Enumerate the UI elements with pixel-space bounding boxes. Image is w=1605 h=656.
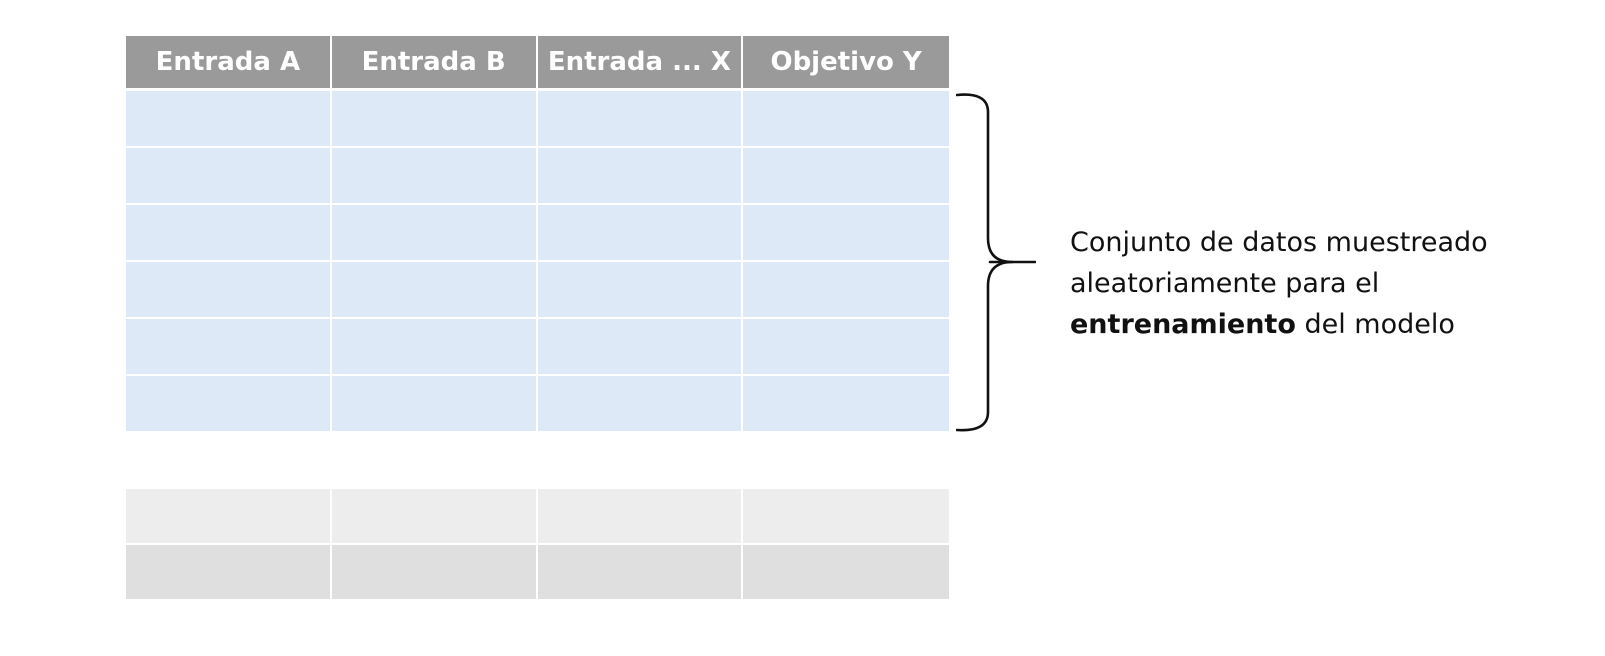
training-row	[126, 262, 949, 319]
test-cell	[743, 489, 949, 545]
training-cell	[126, 205, 332, 262]
test-cell	[331, 545, 538, 601]
training-cell	[537, 319, 744, 376]
training-row	[126, 376, 949, 433]
training-cell	[743, 205, 949, 262]
test-row	[126, 489, 949, 545]
curly-brace-icon	[956, 93, 1036, 432]
table-header-row: Entrada A Entrada B Entrada ... X Objeti…	[126, 36, 949, 91]
training-cell	[537, 376, 744, 433]
training-cell	[126, 91, 332, 148]
test-cell	[743, 545, 949, 601]
test-cell	[126, 489, 332, 545]
caption-line: aleatoriamente para el	[1070, 268, 1380, 299]
training-cell	[331, 205, 538, 262]
training-cell	[126, 262, 332, 319]
caption-line-rest: del modelo	[1295, 309, 1455, 340]
training-cell	[126, 376, 332, 433]
training-cell	[743, 319, 949, 376]
test-cell	[537, 545, 744, 601]
test-cell	[331, 489, 538, 545]
training-cell	[331, 91, 538, 148]
training-row	[126, 91, 949, 148]
training-cell	[743, 262, 949, 319]
training-row	[126, 319, 949, 376]
training-cell	[537, 205, 744, 262]
column-header: Entrada B	[331, 36, 538, 91]
caption-bold-word: entrenamiento	[1070, 309, 1296, 340]
training-cell	[743, 91, 949, 148]
test-cell	[537, 489, 744, 545]
caption-line: entrenamiento del modelo	[1070, 304, 1570, 345]
data-table: Entrada A Entrada B Entrada ... X Objeti…	[126, 36, 949, 601]
column-header: Entrada A	[126, 36, 332, 91]
training-cell	[537, 148, 744, 205]
training-cell	[331, 376, 538, 433]
test-cell	[126, 545, 332, 601]
training-cell	[537, 262, 744, 319]
test-row	[126, 545, 949, 601]
column-header: Objetivo Y	[743, 36, 949, 91]
training-cell	[743, 376, 949, 433]
training-cell	[126, 148, 332, 205]
table-gap	[126, 433, 949, 489]
column-header: Entrada ... X	[537, 36, 744, 91]
training-cell	[331, 148, 538, 205]
caption-line: Conjunto de datos muestreado	[1070, 227, 1488, 258]
training-set-caption: Conjunto de datos muestreado aleatoriame…	[1070, 222, 1570, 345]
training-cell	[743, 148, 949, 205]
training-row	[126, 148, 949, 205]
training-row	[126, 205, 949, 262]
training-cell	[331, 319, 538, 376]
training-cell	[537, 91, 744, 148]
training-cell	[126, 319, 332, 376]
training-cell	[331, 262, 538, 319]
